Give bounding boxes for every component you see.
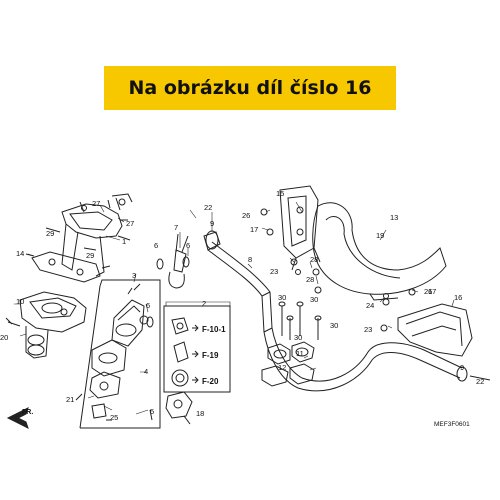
callout-label: 18 — [196, 409, 204, 418]
ignition-switch — [5, 291, 87, 359]
callout-label: 26 — [242, 211, 250, 220]
callout-label: 21 — [66, 395, 74, 404]
upper-holder-clamps — [267, 341, 315, 365]
leader-lines — [14, 201, 455, 415]
callout-label: 24 — [366, 301, 374, 310]
handlebar-holder — [61, 193, 133, 277]
callout-label: 28 — [306, 275, 314, 284]
front-direction-arrow — [6, 407, 29, 429]
callout-label: 13 — [390, 213, 398, 222]
callout-label: 30 — [330, 321, 338, 330]
lock-cylinder-set — [89, 283, 149, 419]
bar-end-weight — [456, 366, 491, 382]
callout-label: 25 — [110, 413, 118, 422]
key-blanks — [146, 233, 190, 328]
callout-label: 6 — [186, 241, 190, 250]
meter-stay — [279, 185, 321, 271]
top-bridge-bracket — [25, 251, 111, 283]
callout-label: 26 — [424, 287, 432, 296]
callout-label: 14 — [16, 249, 24, 258]
callout-label: 19 — [376, 231, 384, 240]
callout-label: 16 — [454, 293, 462, 302]
front-direction-label: FR. — [22, 409, 33, 416]
callout-label: 29 — [86, 251, 94, 260]
seat-lock — [165, 391, 193, 425]
fasteners — [45, 201, 416, 421]
reference-label: F-19 — [202, 351, 219, 360]
holder-bolts — [278, 301, 322, 340]
callout-label: 6 — [154, 241, 158, 250]
handlebar-pipe — [207, 241, 463, 392]
banner-text: Na obrázku díl číslo 16 — [128, 77, 372, 99]
handlebar-cover — [312, 202, 447, 301]
callout-label: 9 — [210, 219, 214, 228]
callout-label: 3 — [132, 271, 136, 280]
callout-label: 23 — [270, 267, 278, 276]
reference-box — [163, 301, 231, 393]
callout-label: 2 — [202, 299, 206, 308]
handlebar-grip — [203, 230, 221, 251]
callout-label: 6 — [146, 301, 150, 310]
reference-arrows — [192, 324, 199, 384]
callout-label: 30 — [278, 293, 286, 302]
callout-label: 28 — [310, 255, 318, 264]
callout-label: 27 — [92, 199, 100, 208]
callout-label: 9 — [460, 363, 464, 372]
lower-holder-clamps — [261, 363, 315, 387]
callout-label: 27 — [126, 219, 134, 228]
callout-label: 29 — [46, 229, 54, 238]
callout-label: 30 — [294, 333, 302, 342]
callout-label: 1 — [122, 237, 126, 246]
callout-label: 20 — [0, 333, 8, 342]
callout-label: 22 — [204, 203, 212, 212]
part-number-banner: Na obrázku díl číslo 16 — [104, 66, 396, 110]
callout-label: 8 — [248, 255, 252, 264]
callout-label: 11 — [296, 349, 304, 358]
key-set-box — [79, 279, 161, 429]
callout-label: 23 — [364, 325, 372, 334]
callout-label: 10 — [16, 297, 24, 306]
reference-label: F-20 — [202, 377, 219, 386]
side-cover-part-16 — [397, 303, 473, 357]
callout-label: 4 — [144, 367, 148, 376]
callout-label: 7 — [174, 223, 178, 232]
callout-label: 12 — [278, 363, 286, 372]
callout-labels: 1 2 3 4 5 6 6 6 7 8 9 9 10 11 12 13 14 1… — [0, 189, 484, 422]
callout-label: 17 — [428, 287, 436, 296]
callout-label: 17 — [250, 225, 258, 234]
reference-labels: F-10-1 F-19 F-20 — [202, 325, 226, 386]
callout-label: 5 — [150, 407, 154, 416]
reference-label: F-10-1 — [202, 325, 226, 334]
callout-label: 30 — [310, 295, 318, 304]
callout-label: 22 — [476, 377, 484, 386]
diagram-code: MEF3F0601 — [434, 421, 470, 428]
callout-label: 15 — [276, 189, 284, 198]
